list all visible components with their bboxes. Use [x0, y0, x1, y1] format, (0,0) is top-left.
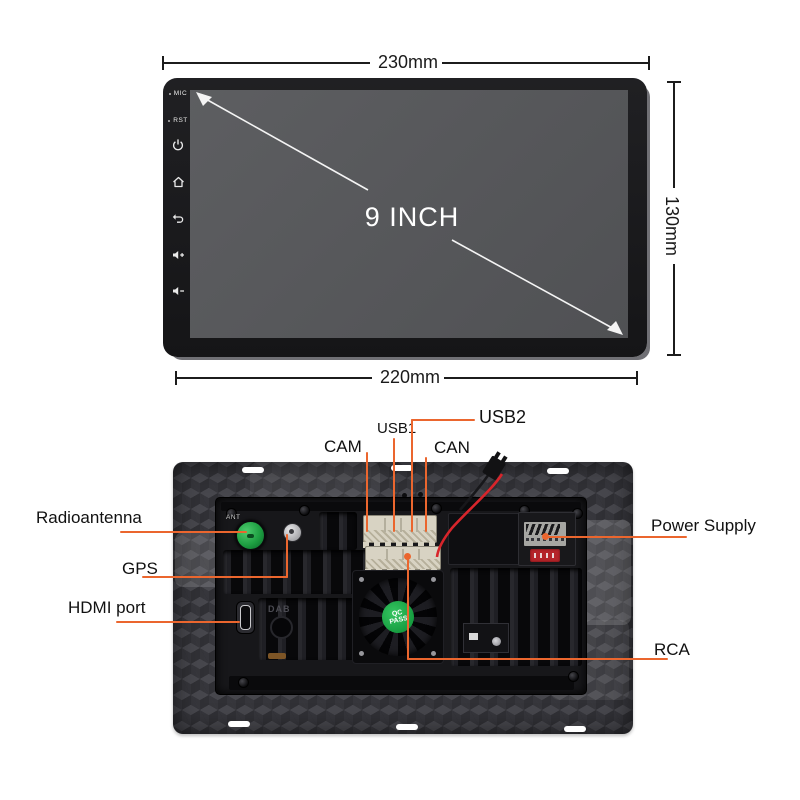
dim-tick	[175, 371, 177, 385]
leader-line-hdmi	[116, 621, 240, 623]
power-red-clip	[530, 549, 560, 562]
mount-slot	[228, 721, 250, 727]
callout-hdmi: HDMI port	[68, 598, 146, 617]
leader-dot-power	[542, 533, 549, 540]
leader-line-power	[546, 536, 687, 538]
leader-line-usb2-h	[411, 419, 475, 421]
leader-line-rca-h	[407, 658, 668, 660]
mic-button: MIC	[165, 90, 191, 97]
round-hole	[270, 616, 293, 639]
callout-radioantenna: Radioantenna	[36, 508, 142, 527]
harness-connector-bottom	[365, 546, 441, 570]
dim-tick	[636, 371, 638, 385]
leader-dot-rca	[404, 553, 411, 560]
volume-down-button	[165, 285, 191, 297]
back-plate: ANT DAB QC PASS	[215, 497, 587, 695]
vent-slots	[319, 512, 357, 550]
mount-slot	[547, 468, 569, 474]
screw	[299, 505, 310, 516]
leader-line-usb2-v	[411, 419, 413, 532]
leader-line-usb1	[393, 438, 395, 532]
leader-line-cam	[366, 452, 368, 532]
leader-line-gps-v	[286, 534, 288, 578]
fan-screw	[359, 577, 364, 582]
leader-line-can	[425, 457, 427, 532]
mount-slot	[391, 465, 413, 471]
volume-up-button	[165, 249, 191, 261]
screw	[238, 677, 249, 688]
dim-tick	[667, 81, 681, 83]
callout-usb2: USB2	[479, 407, 527, 427]
callout-can: CAN	[434, 438, 470, 457]
ant-label: ANT	[226, 514, 241, 521]
callout-cam: CAM	[324, 437, 362, 456]
dab-label: DAB	[268, 604, 291, 614]
radio-antenna-connector	[235, 520, 266, 551]
mount-slot	[564, 726, 586, 732]
screw-hole	[418, 492, 423, 497]
reset-label: RST	[173, 117, 188, 124]
pcb-bracket	[463, 623, 509, 653]
screw	[568, 671, 579, 682]
plate-bottom-bar	[229, 676, 574, 690]
volume-down-icon	[172, 287, 184, 295]
back-button	[165, 213, 191, 225]
screen-size-label: 9 INCH	[364, 202, 460, 232]
hdmi-port	[236, 601, 255, 634]
fan-screw	[431, 577, 436, 582]
power-icon	[173, 139, 183, 151]
head-unit-back-view: ANT DAB QC PASS	[173, 462, 633, 734]
dim-tick	[667, 354, 681, 356]
mic-label: MIC	[173, 90, 188, 97]
home-button	[165, 176, 191, 188]
callout-rca: RCA	[654, 640, 690, 659]
power-pigtail-wire	[435, 451, 508, 558]
callout-usb1: USB1	[377, 420, 417, 437]
plate-top-bar	[221, 502, 581, 511]
home-icon	[172, 176, 184, 188]
vent-slots	[223, 550, 368, 594]
mount-slot	[242, 467, 264, 473]
cooling-fan: QC PASS	[352, 570, 444, 664]
leader-line-gps	[142, 576, 288, 578]
pcb-connector	[469, 633, 478, 640]
wire-plug-icon	[482, 451, 508, 480]
mount-slot	[396, 724, 418, 730]
copper-slot	[268, 653, 286, 659]
reflection-patch	[250, 462, 380, 500]
power-button	[165, 139, 191, 151]
fan-screw	[431, 651, 436, 656]
callout-power-supply: Power Supply	[651, 516, 756, 535]
power-pins	[526, 524, 560, 535]
dim-label-right: 130mm	[661, 188, 682, 265]
dim-tick	[162, 56, 164, 70]
head-unit-front-view: 9 INCH MIC RST	[163, 78, 647, 357]
shield-box	[448, 513, 522, 565]
dim-label-bottom: 220mm	[372, 367, 444, 388]
leader-line-rca-v	[407, 557, 409, 660]
volume-up-icon	[172, 251, 184, 259]
screw	[226, 508, 237, 519]
screw-hole	[402, 493, 407, 498]
mic-hole-icon	[168, 92, 171, 95]
reset-hole-icon	[168, 119, 171, 122]
screw	[431, 503, 442, 514]
pcb-screw	[492, 637, 501, 646]
diagonal-arrow	[196, 92, 623, 335]
callout-gps: GPS	[122, 559, 158, 578]
connector-teeth	[363, 542, 435, 548]
reset-button: RST	[165, 117, 191, 124]
fan-screw	[359, 651, 364, 656]
back-icon	[172, 214, 184, 223]
leader-line-radioantenna	[120, 531, 247, 533]
dim-label-top: 230mm	[370, 52, 442, 73]
dim-tick	[648, 56, 650, 70]
